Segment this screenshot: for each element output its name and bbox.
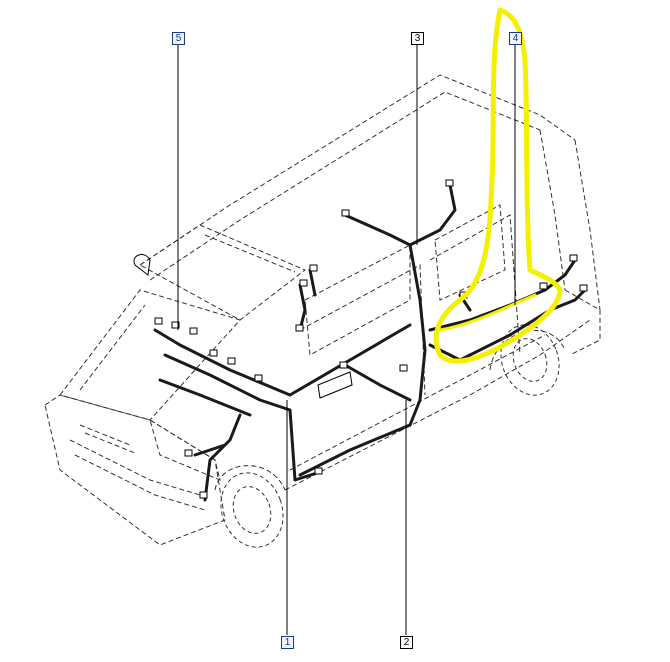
highlight-marker <box>433 7 563 364</box>
callout-1: 1 <box>281 636 294 649</box>
callout-3: 3 <box>411 32 424 45</box>
callout-leaders <box>177 45 516 635</box>
mirror-left <box>133 254 151 276</box>
rear-wheel <box>500 324 560 396</box>
wiring-harness <box>153 183 587 502</box>
front-wheel <box>220 472 284 548</box>
callout-2: 2 <box>400 636 413 649</box>
mirror-right <box>317 371 353 399</box>
callout-4: 4 <box>509 32 522 45</box>
callout-5: 5 <box>172 32 185 45</box>
